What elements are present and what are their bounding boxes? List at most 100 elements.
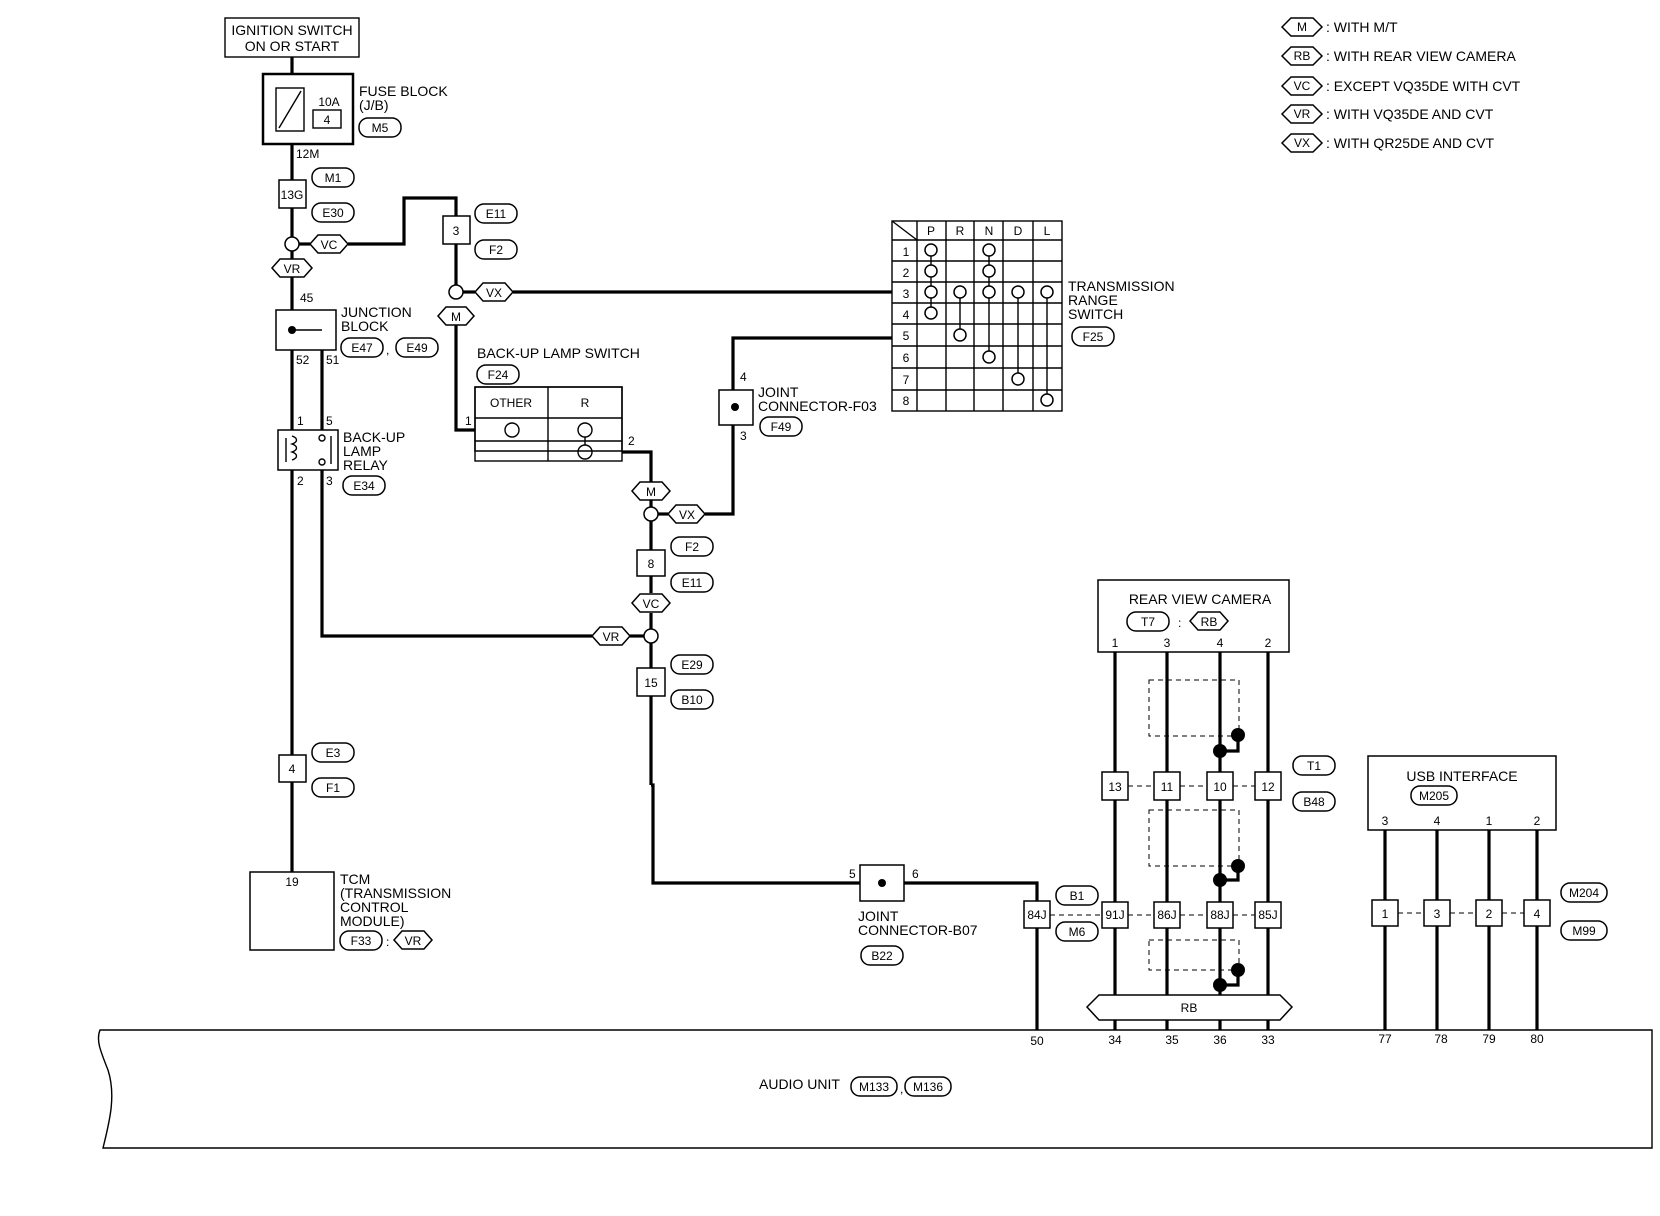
svg-text:1: 1 (465, 414, 472, 428)
svg-text:77: 77 (1378, 1032, 1392, 1046)
svg-text:91J: 91J (1105, 908, 1124, 922)
svg-text:L: L (1044, 224, 1051, 238)
svg-text:33: 33 (1261, 1033, 1275, 1047)
splice-vx-m-top: VX M (436, 282, 515, 326)
svg-text:F2: F2 (685, 540, 699, 554)
svg-text:E49: E49 (406, 341, 428, 355)
svg-text:B10: B10 (681, 693, 703, 707)
svg-text:88J: 88J (1210, 908, 1229, 922)
svg-text:5: 5 (326, 414, 333, 428)
svg-text:BLOCK: BLOCK (341, 318, 389, 334)
svg-text:4: 4 (903, 308, 910, 322)
wires (290, 57, 1539, 1030)
svg-text:12: 12 (1261, 780, 1275, 794)
ignition-switch: IGNITION SWITCH ON OR START (224, 17, 360, 58)
splice-vc-vr: VC VR (270, 234, 350, 278)
svg-text:E3: E3 (326, 746, 341, 760)
svg-text:R: R (956, 224, 965, 238)
svg-text:4: 4 (324, 113, 331, 127)
svg-text:12M: 12M (296, 147, 319, 161)
svg-text:E29: E29 (681, 658, 703, 672)
svg-text:1: 1 (903, 245, 910, 259)
svg-text:MODULE): MODULE) (340, 913, 405, 929)
svg-text:34: 34 (1108, 1033, 1122, 1047)
svg-text::: : (1178, 616, 1181, 630)
svg-text:F25: F25 (1083, 330, 1104, 344)
svg-text:3: 3 (326, 474, 333, 488)
svg-text::: : (386, 935, 389, 949)
svg-text:: EXCEPT VQ35DE WITH CVT: : EXCEPT VQ35DE WITH CVT (1326, 78, 1521, 94)
svg-text:IGNITION SWITCH: IGNITION SWITCH (231, 22, 352, 38)
svg-text:USB INTERFACE: USB INTERFACE (1406, 768, 1517, 784)
svg-text:5: 5 (849, 867, 856, 881)
svg-text:F24: F24 (488, 368, 509, 382)
svg-text:F2: F2 (489, 243, 503, 257)
camera-shields (1148, 679, 1245, 992)
svg-text:5: 5 (903, 329, 910, 343)
legend-item-vr: VR : WITH VQ35DE AND CVT (1280, 104, 1494, 124)
svg-text:VC: VC (1294, 79, 1311, 93)
svg-text:M1: M1 (325, 171, 342, 185)
svg-text:VC: VC (643, 597, 660, 611)
svg-text:3: 3 (453, 224, 460, 238)
svg-text:1: 1 (1382, 907, 1389, 921)
svg-text:M99: M99 (1572, 924, 1596, 938)
svg-text:M205: M205 (1419, 789, 1449, 803)
svg-text:45: 45 (300, 291, 314, 305)
svg-text:REAR VIEW CAMERA: REAR VIEW CAMERA (1129, 591, 1272, 607)
svg-text:2: 2 (1534, 814, 1541, 828)
splice-vc-vr-mid: VC VR (590, 593, 672, 646)
svg-text:VX: VX (1294, 136, 1310, 150)
svg-text:3: 3 (1164, 636, 1171, 650)
svg-text:SWITCH: SWITCH (1068, 306, 1123, 322)
svg-text:(TRANSMISSION: (TRANSMISSION (340, 885, 451, 901)
svg-text:E47: E47 (351, 341, 373, 355)
svg-text:M136: M136 (913, 1080, 943, 1094)
legend-item-rb: RB : WITH REAR VIEW CAMERA (1280, 46, 1516, 66)
svg-text:T1: T1 (1307, 759, 1321, 773)
svg-text:RELAY: RELAY (343, 457, 389, 473)
svg-text:M: M (451, 310, 461, 324)
svg-text:2: 2 (903, 266, 910, 280)
svg-text:86J: 86J (1157, 908, 1176, 922)
splice-m-vx-mid: M VX (630, 481, 707, 524)
svg-text:2: 2 (628, 434, 635, 448)
svg-text:3: 3 (1382, 814, 1389, 828)
svg-text:B48: B48 (1303, 795, 1325, 809)
svg-text:TCM: TCM (340, 871, 370, 887)
svg-text:1: 1 (297, 414, 304, 428)
svg-text:F49: F49 (771, 420, 792, 434)
svg-text:T7: T7 (1141, 615, 1155, 629)
svg-text:M: M (646, 485, 656, 499)
svg-text:52: 52 (296, 353, 310, 367)
svg-text:M204: M204 (1569, 886, 1599, 900)
connector-t1-b48: 13 11 10 12 T1 B48 (1101, 755, 1336, 812)
connector-e29-b10: 15 E29 B10 (636, 654, 714, 710)
svg-text:4: 4 (1534, 907, 1541, 921)
svg-text:4: 4 (1434, 814, 1441, 828)
svg-text:: WITH M/T: : WITH M/T (1326, 19, 1398, 35)
connector-b1-m6: 84J 91J 86J 88J 85J B1 M6 (1023, 885, 1282, 942)
svg-text:BACK-UP LAMP SWITCH: BACK-UP LAMP SWITCH (477, 345, 640, 361)
svg-text:15: 15 (644, 676, 658, 690)
svg-text:OTHER: OTHER (490, 396, 532, 410)
legend-item-vx: VX : WITH QR25DE AND CVT (1280, 133, 1494, 153)
legend: M : WITH M/T RB : WITH REAR VIEW CAMERA … (1280, 17, 1521, 153)
svg-text:TRANSMISSION: TRANSMISSION (1068, 278, 1175, 294)
audio-unit: AUDIO UNIT M133 , M136 50 34 35 36 33 77… (97, 1029, 1653, 1149)
svg-text:: WITH QR25DE AND CVT: : WITH QR25DE AND CVT (1326, 135, 1494, 151)
svg-text:3: 3 (1434, 907, 1441, 921)
svg-text:B22: B22 (871, 949, 893, 963)
svg-text:RB: RB (1294, 49, 1311, 63)
svg-text:B1: B1 (1070, 889, 1085, 903)
svg-text:,: , (900, 1082, 903, 1096)
svg-text:79: 79 (1482, 1032, 1496, 1046)
svg-text:M5: M5 (372, 121, 389, 135)
svg-text:BACK-UP: BACK-UP (343, 429, 405, 445)
svg-text:78: 78 (1434, 1032, 1448, 1046)
svg-text:M: M (1297, 20, 1307, 34)
svg-text:CONTROL: CONTROL (340, 899, 409, 915)
svg-text:VX: VX (486, 286, 502, 300)
svg-text:LAMP: LAMP (343, 443, 381, 459)
svg-text:2: 2 (1486, 907, 1493, 921)
